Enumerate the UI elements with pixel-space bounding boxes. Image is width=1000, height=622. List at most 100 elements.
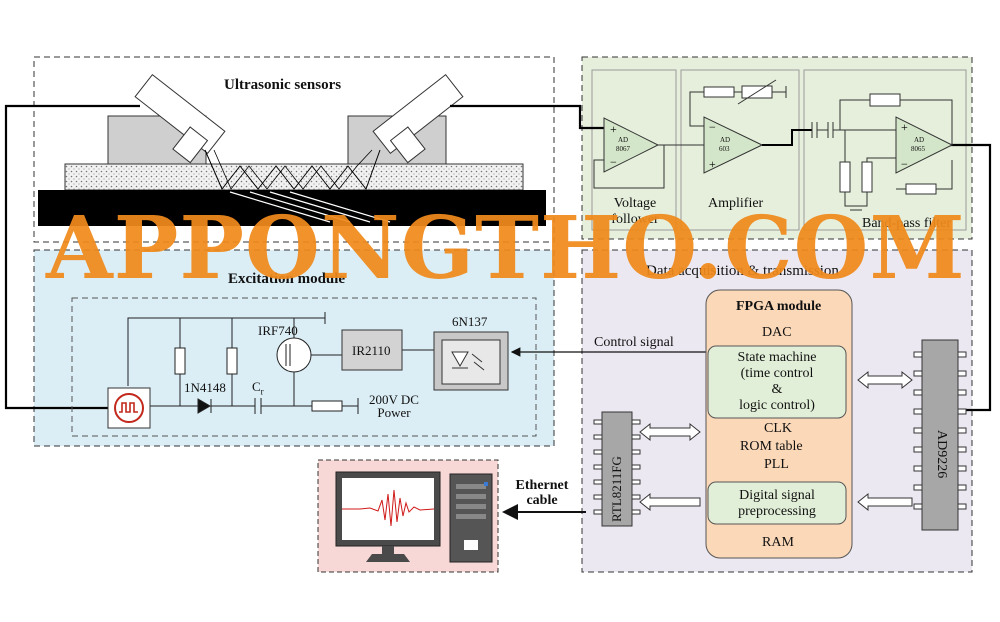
ethernet-line-2: cable xyxy=(526,493,558,508)
adc-pin xyxy=(957,351,967,358)
ethernet-line-1: Ethernet xyxy=(515,478,569,493)
adc-pin xyxy=(957,408,967,415)
op-amp-bandpass: + − xyxy=(839,93,954,211)
phy-pin xyxy=(631,449,641,455)
pc-tower-icon xyxy=(449,473,493,563)
phy-pin xyxy=(631,479,641,485)
phy-pin xyxy=(631,509,641,515)
control-signal-label: Control signal xyxy=(594,335,674,350)
adc-pin xyxy=(957,389,967,396)
adc-pin xyxy=(913,446,923,453)
ir2110-box xyxy=(341,329,403,371)
op-amp-amplifier: − + xyxy=(689,79,787,174)
phy-pin xyxy=(593,449,603,455)
bandpass-label: Band-pass filter xyxy=(862,216,952,231)
phy-pin xyxy=(593,434,603,440)
svg-text:−: − xyxy=(901,157,908,171)
adc-pin xyxy=(913,427,923,434)
bandpass-capacitors xyxy=(811,122,896,138)
phy-pin xyxy=(593,509,603,515)
pll-label: PLL xyxy=(764,457,789,472)
phy-pin xyxy=(631,494,641,500)
adc-pin xyxy=(913,370,923,377)
capacitor-label-sub: r xyxy=(260,386,264,397)
capacitor-label-main: C xyxy=(252,379,261,394)
wave-path xyxy=(204,149,381,191)
excitation-circuit xyxy=(127,312,434,414)
fpga-adc-arrow xyxy=(857,370,913,390)
adc-pin xyxy=(913,503,923,510)
svg-text:−: − xyxy=(709,120,716,134)
adc-pin xyxy=(913,351,923,358)
transducer-right xyxy=(372,73,464,164)
ram-label: RAM xyxy=(762,535,794,550)
phy-fpga-arrow xyxy=(639,422,701,442)
phy-chip-label: RTL8211FG xyxy=(609,456,624,522)
power-label-2: Power xyxy=(377,405,411,420)
adc-pin xyxy=(957,427,967,434)
state-machine-line-4: logic control) xyxy=(739,398,815,413)
state-machine-line-1: State machine xyxy=(737,350,817,365)
amplifier-label: Amplifier xyxy=(708,196,764,211)
opamp-amp-label-1: AD xyxy=(720,136,731,144)
adc-input-wire xyxy=(950,143,992,412)
mosfet-label: IRF740 xyxy=(258,323,298,338)
adc-pin xyxy=(957,503,967,510)
svg-text:−: − xyxy=(610,155,617,169)
opamp-bp-label-1: AD xyxy=(914,136,925,144)
adc-chip-label: AD9226 xyxy=(934,430,949,479)
adc-pin xyxy=(957,370,967,377)
adc-chip xyxy=(921,339,959,531)
phy-pin xyxy=(593,464,603,470)
adc-pin xyxy=(913,465,923,472)
dsp-line-1: Digital signal xyxy=(739,488,815,503)
state-machine-box xyxy=(707,345,847,419)
opamp-follower-label-1: AD xyxy=(618,136,629,144)
dsp-box xyxy=(707,481,847,525)
op-amp-follower: + − xyxy=(593,117,665,189)
phy-pin xyxy=(593,419,603,425)
phy-pin xyxy=(593,494,603,500)
power-label-1: 200V DC xyxy=(369,392,419,407)
base-plate xyxy=(38,190,546,226)
phy-pin xyxy=(593,479,603,485)
svg-text:+: + xyxy=(901,120,908,134)
right-sensor-wire xyxy=(450,104,604,130)
optocoupler-6n137 xyxy=(433,331,509,391)
dsp-line-2: preprocessing xyxy=(738,504,816,519)
daq-title: Data acquisition & transmission xyxy=(646,263,839,279)
phy-pin xyxy=(631,464,641,470)
adc-pin xyxy=(913,408,923,415)
state-machine-label: State machine (time control & logic cont… xyxy=(708,350,846,414)
opamp-bp-label-2: 8065 xyxy=(911,145,925,153)
adc-pin xyxy=(913,484,923,491)
clk-label: CLK xyxy=(764,421,792,436)
monitor-icon xyxy=(335,471,441,562)
driver-label: IR2110 xyxy=(352,343,391,358)
dac-label: DAC xyxy=(762,325,792,340)
adc-pin xyxy=(957,446,967,453)
adc-pin xyxy=(957,484,967,491)
phy-pin xyxy=(631,419,641,425)
diode-label: 1N4148 xyxy=(184,380,226,395)
adc-pin xyxy=(913,389,923,396)
voltage-follower-label: Voltage follower xyxy=(611,196,659,227)
sensors-title: Ultrasonic sensors xyxy=(224,77,342,93)
dsp-phy-arrow xyxy=(639,492,701,512)
opamp-amp-label-2: 603 xyxy=(719,145,730,153)
ethernet-label: Ethernet cable xyxy=(504,478,580,508)
adc-dsp-arrow xyxy=(857,492,913,512)
fpga-title: FPGA module xyxy=(736,299,822,314)
watermark: APPONGTHO.COM xyxy=(46,198,966,299)
capacitor-label: Cr xyxy=(252,380,264,397)
state-machine-line-3: & xyxy=(771,382,783,397)
optocoupler-label: 6N137 xyxy=(452,314,488,329)
dsp-label: Digital signal preprocessing xyxy=(708,488,846,520)
svg-text:+: + xyxy=(709,157,716,171)
state-machine-line-2: (time control xyxy=(740,366,814,381)
adc-pin xyxy=(957,465,967,472)
rom-label: ROM table xyxy=(740,439,803,454)
